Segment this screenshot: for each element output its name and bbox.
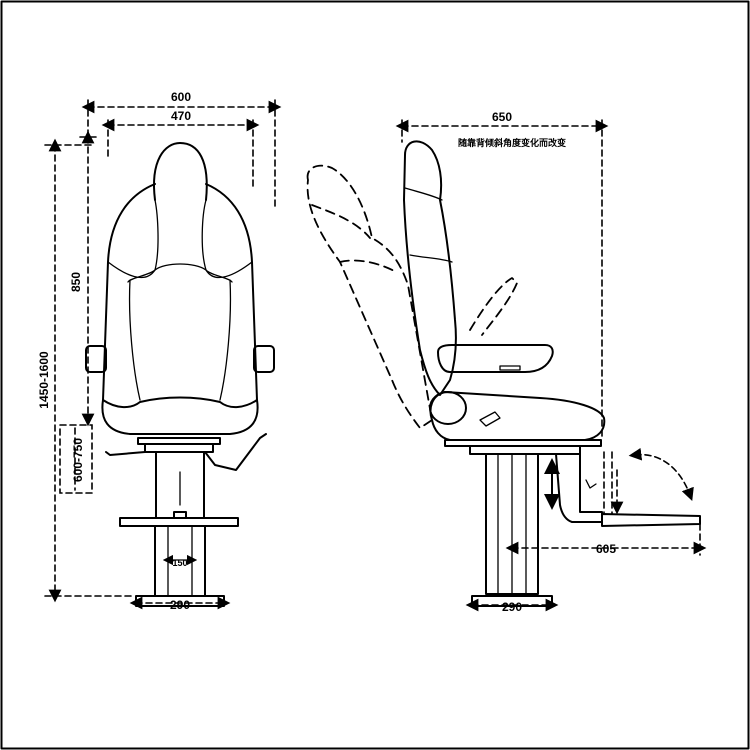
front-view <box>85 142 275 607</box>
front-armrest-left <box>85 345 107 373</box>
front-seat-cushion <box>101 396 259 435</box>
dim-total-height: 1450-1600 <box>37 351 51 409</box>
dim-column-width: 150 <box>172 558 187 568</box>
front-lever-left <box>105 451 146 456</box>
front-backrest-seams <box>127 269 233 401</box>
footrest-fold-arc <box>628 447 694 502</box>
front-lever-right <box>204 433 267 471</box>
backrest-recline-note: 随靠背倾斜角度变化而改变 <box>458 137 566 149</box>
side-backrest <box>403 140 457 396</box>
dim-front-overall-width: 600 <box>171 90 191 104</box>
side-dimensions: 650 随靠背倾斜角度变化而改变 290 605 <box>395 110 707 614</box>
side-view <box>306 140 701 607</box>
side-seat-cushion <box>429 391 606 441</box>
dim-front-seat-width: 470 <box>171 109 191 123</box>
side-swivel-plate <box>469 445 581 455</box>
dim-side-depth: 650 <box>492 110 512 124</box>
front-swivel-plate <box>144 443 214 453</box>
side-recline-knob <box>429 391 467 425</box>
side-armrest <box>437 344 554 373</box>
dim-side-base-width: 290 <box>502 600 522 614</box>
dim-front-base-width: 290 <box>170 598 190 612</box>
front-footrest-knob <box>173 511 187 519</box>
front-backrest-panel-top <box>107 199 253 279</box>
front-footrest-plate <box>119 517 239 527</box>
side-backrest-reclined <box>306 164 433 429</box>
side-footrest-bracket <box>555 453 603 523</box>
front-headrest <box>153 142 208 201</box>
dim-seat-height: 600-750 <box>71 438 85 482</box>
dim-footrest-depth: 605 <box>596 542 616 556</box>
side-footrest-plate <box>601 513 701 527</box>
seat-height-box <box>59 424 93 494</box>
front-dimensions: 600 470 850 1450-1600 600-750 150 290 <box>37 90 282 612</box>
front-backrest-outer <box>102 183 258 401</box>
dim-backrest-height: 850 <box>69 272 83 292</box>
front-armrest-right <box>253 345 275 373</box>
